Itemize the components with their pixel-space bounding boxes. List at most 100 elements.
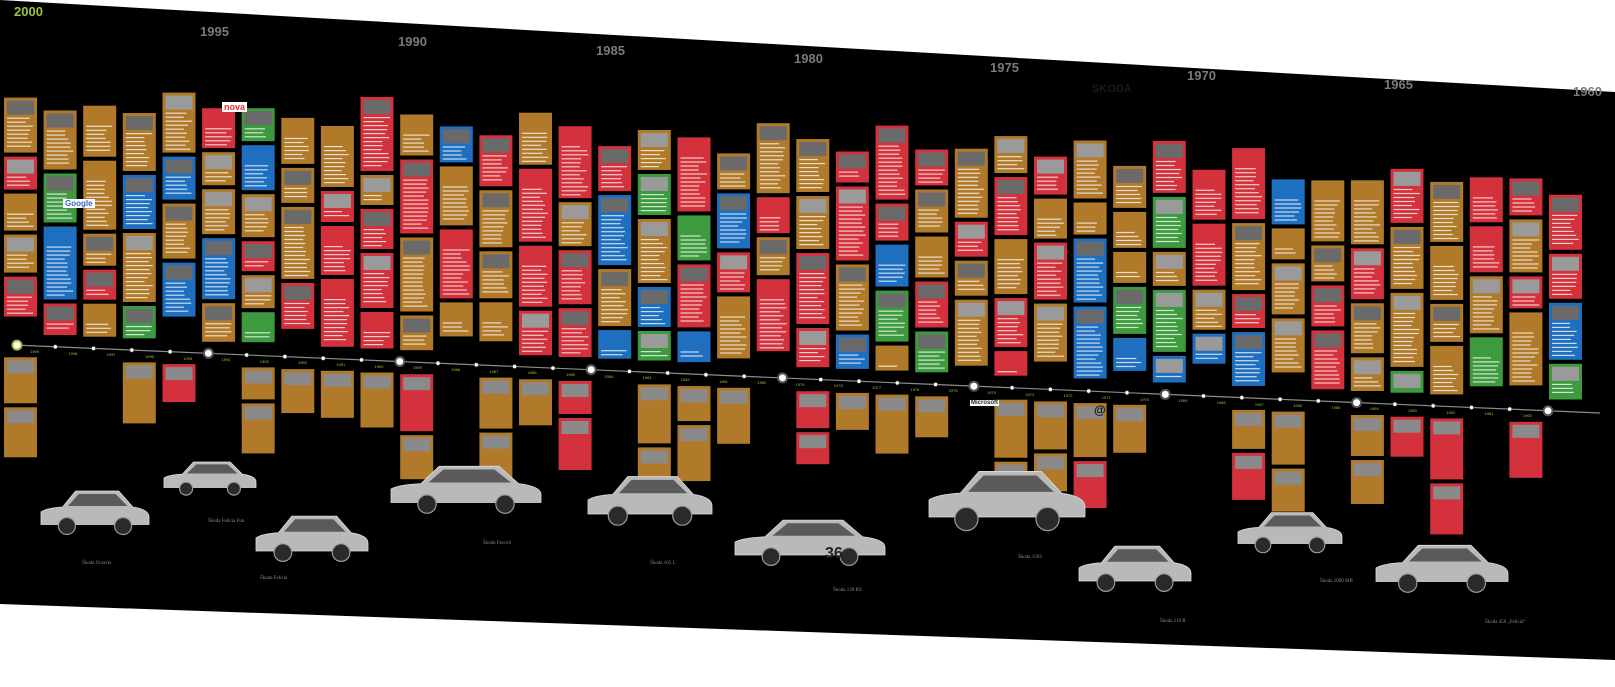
event-text-line: [1116, 361, 1142, 364]
event-text-line: [1235, 176, 1256, 178]
event-text-line: [799, 175, 820, 177]
event-text-line: [1393, 328, 1420, 331]
decade-label: 1980: [794, 51, 823, 66]
event-text-line: [205, 221, 226, 223]
event-text-line: [1274, 303, 1295, 305]
event-text-line: [46, 193, 67, 195]
event-text-line: [1274, 252, 1296, 254]
event-text-line: [1116, 235, 1139, 238]
event-text-line: [284, 306, 305, 309]
event-text-line: [997, 267, 1021, 269]
event-text-line: [482, 179, 503, 181]
event-text-line: [442, 202, 466, 204]
event-text-line: [1353, 385, 1381, 387]
event-photo: [1314, 288, 1342, 303]
event-text-line: [680, 312, 703, 314]
car-caption: Škoda 130 RS: [833, 588, 862, 593]
event-text-line: [1037, 188, 1058, 190]
event-text-line: [957, 284, 984, 286]
event-text-line: [46, 146, 71, 148]
event-text-line: [957, 241, 982, 243]
event-text-line: [997, 201, 1018, 203]
year-tick-label: 1977: [872, 385, 882, 391]
event-text-line: [323, 162, 346, 164]
event-text-line: [1076, 286, 1104, 288]
event-text-line: [1353, 284, 1381, 286]
decade-label: 1985: [596, 43, 625, 58]
event-text-line: [1512, 239, 1540, 241]
event-text-line: [205, 172, 229, 174]
event-text-line: [680, 300, 703, 302]
event-text-line: [1393, 208, 1420, 211]
event-photo: [1393, 295, 1421, 310]
event-photo: [997, 139, 1025, 154]
event-text-line: [165, 124, 189, 126]
event-text-line: [482, 163, 502, 165]
event-text-line: [125, 141, 145, 143]
event-text-line: [561, 278, 582, 280]
event-text-line: [1353, 347, 1374, 349]
event-photo: [323, 194, 351, 208]
event-text-line: [1116, 306, 1142, 309]
year-tick-label: 1999: [30, 348, 39, 354]
event-text-line: [1076, 282, 1100, 284]
event-text-line: [1195, 193, 1222, 195]
event-text-line: [561, 166, 580, 168]
event-photo: [363, 256, 391, 270]
event-text-line: [442, 190, 469, 192]
event-text-line: [1512, 368, 1533, 370]
event-text-line: [244, 222, 269, 224]
event-text-line: [7, 308, 26, 310]
timeline-year-dot: [244, 352, 249, 358]
event-photo: [1076, 241, 1104, 256]
event-photo: [957, 263, 985, 278]
event-text-line: [522, 160, 546, 162]
event-text-line: [482, 330, 501, 332]
event-text-line: [323, 258, 351, 260]
event-text-line: [561, 190, 587, 192]
event-text-line: [46, 270, 67, 272]
event-text-line: [522, 342, 544, 344]
event-photo: [878, 128, 906, 143]
event-text-line: [1195, 325, 1222, 327]
event-text-line: [759, 183, 778, 185]
event-text-line: [323, 215, 349, 217]
event-text-line: [46, 266, 68, 268]
event-text-line: [601, 219, 622, 221]
event-text-line: [1037, 226, 1060, 228]
event-text-line: [561, 222, 584, 224]
event-text-line: [46, 205, 66, 207]
event-text-line: [442, 186, 468, 188]
event-text-line: [838, 246, 860, 248]
event-text-line: [7, 141, 32, 143]
event-text-line: [1116, 318, 1141, 321]
event-text-line: [403, 223, 422, 225]
event-text-line: [1512, 340, 1532, 342]
event-text-line: [7, 117, 30, 119]
event-text-line: [1393, 196, 1415, 199]
event-text-line: [1433, 373, 1459, 376]
event-text-line: [1235, 314, 1256, 316]
event-text-line: [1552, 354, 1575, 356]
event-text-line: [1037, 294, 1061, 296]
event-text-line: [1235, 322, 1259, 324]
timeline-year-dot: [1239, 395, 1245, 400]
event-text-line: [46, 262, 68, 264]
event-photo: [878, 206, 906, 221]
event-text-line: [1433, 293, 1458, 296]
event-text-line: [1155, 168, 1182, 171]
event-text-line: [759, 175, 786, 177]
year-tick-label: 1979: [795, 381, 805, 387]
event-text-line: [1314, 309, 1341, 311]
event-text-line: [482, 175, 501, 177]
event-text-line: [482, 226, 504, 228]
event-text-line: [640, 194, 664, 196]
event-text-line: [759, 163, 779, 165]
event-photo: [918, 284, 946, 299]
event-photo: [799, 256, 827, 270]
event-photo: [1155, 254, 1183, 269]
event-text-line: [403, 297, 425, 299]
event-text-line: [1155, 236, 1179, 239]
timeline-year-dot: [1392, 401, 1398, 407]
event-text-line: [522, 285, 544, 287]
